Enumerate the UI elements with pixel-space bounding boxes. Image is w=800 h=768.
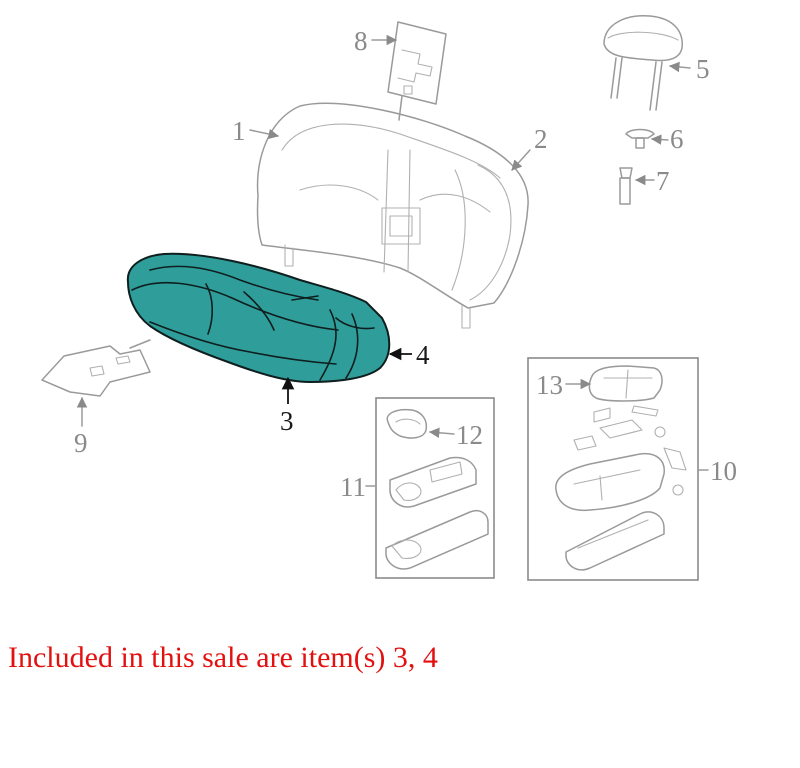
callout-10: 10 [710, 456, 737, 486]
callout-12: 12 [456, 420, 483, 450]
seat-cushion-pad-part [41, 339, 151, 397]
callout-3: 3 [280, 406, 294, 436]
callout-11: 11 [340, 472, 366, 502]
callout-6: 6 [670, 124, 684, 154]
seat-back-part [256, 102, 529, 329]
armrest-group-frame [375, 397, 495, 579]
included-items-caption: Included in this sale are item(s) 3, 4 [8, 641, 438, 674]
callout-leaders [76, 34, 709, 487]
seat-back-pad-part [387, 21, 447, 121]
headrest-guide-part [625, 128, 655, 149]
callout-2: 2 [534, 124, 548, 154]
seat-cushion-highlighted-part [126, 252, 391, 383]
console-group-frame [527, 357, 699, 581]
callout-7: 7 [656, 166, 670, 196]
headrest-lock-part [619, 167, 633, 205]
callout-5: 5 [696, 54, 710, 84]
callout-4: 4 [416, 340, 430, 370]
headrest-part [603, 15, 683, 111]
callout-9: 9 [74, 428, 88, 458]
callout-1: 1 [232, 116, 246, 146]
callout-8: 8 [354, 26, 368, 56]
callout-13: 13 [536, 370, 563, 400]
